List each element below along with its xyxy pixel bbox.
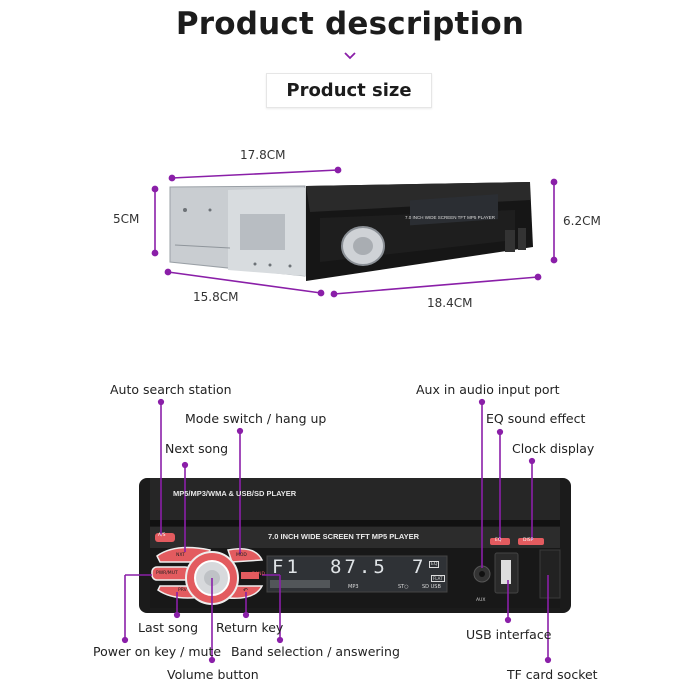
tf-card-slot bbox=[539, 549, 561, 599]
nxt-button-label: NXT bbox=[176, 553, 186, 558]
callout-mode-switch: Mode switch / hang up bbox=[185, 411, 327, 426]
callout-usb-interface: USB interface bbox=[466, 627, 552, 642]
callout-aux-port: Aux in audio input port bbox=[416, 382, 560, 397]
panel-text: 7.0 INCH WIDE SCREEN TFT MP5 PLAYER bbox=[268, 532, 419, 541]
lcd-frequency: 87.5 bbox=[330, 556, 388, 578]
disp-button[interactable] bbox=[518, 538, 544, 545]
flap-text: MP5/MP3/WMA & USB/SD PLAYER bbox=[173, 489, 297, 498]
eq-button[interactable] bbox=[490, 538, 510, 545]
lcd-stereo-indicator: ST○ bbox=[398, 584, 409, 590]
callout-auto-search-station: Auto search station bbox=[110, 382, 232, 397]
aux-port-label: AUX bbox=[476, 598, 486, 603]
callout-volume-button: Volume button bbox=[167, 667, 259, 682]
callout-clock-display: Clock display bbox=[512, 441, 595, 456]
usb-port bbox=[501, 560, 511, 584]
lcd-eq-indicator: EQ bbox=[429, 561, 440, 568]
prv-button-label: PRV bbox=[178, 588, 187, 593]
lcd-mp3-indicator: MP3 bbox=[348, 584, 359, 590]
as-button[interactable] bbox=[155, 533, 175, 542]
callout-tf-card-socket: TF card socket bbox=[507, 667, 598, 682]
dimension-bottom-width: 18.4CM bbox=[427, 296, 473, 310]
mod-button-label: MOD bbox=[236, 553, 247, 558]
dimension-lines bbox=[151, 166, 558, 298]
callout-next-song: Next song bbox=[165, 441, 229, 456]
as-button-label: A/S bbox=[158, 533, 166, 538]
product-size-diagram: 7.0 INCH WIDE SCREEN TFT MP5 PLAYER bbox=[151, 166, 558, 298]
callout-last-song: Last song bbox=[138, 620, 199, 635]
dimension-top-length: 17.8CM bbox=[240, 148, 286, 162]
callout-return-key: Return key bbox=[216, 620, 284, 635]
return-button-label: ↶ bbox=[243, 587, 249, 594]
page-title: Product description bbox=[175, 6, 525, 42]
lcd-preset: F1 bbox=[272, 556, 301, 578]
lcd-sd-usb-indicator: SD USB bbox=[422, 584, 441, 590]
dimension-right-height: 6.2CM bbox=[563, 214, 601, 228]
eq-button-label: EQ bbox=[495, 538, 502, 543]
metal-chassis bbox=[169, 185, 306, 277]
callout-power-mute: Power on key / mute bbox=[93, 644, 222, 659]
band-button-label: BAND bbox=[252, 572, 265, 577]
front-panel-body bbox=[139, 478, 571, 613]
callout-lines bbox=[121, 398, 552, 664]
section-heading-product-size: Product size bbox=[266, 73, 432, 108]
top-panel-text: 7.0 INCH WIDE SCREEN TFT MP5 PLAYER bbox=[405, 215, 496, 220]
lcd-channel: 7 bbox=[412, 556, 424, 578]
callout-eq-effect: EQ sound effect bbox=[486, 411, 586, 426]
pwr-button-label: PWR/MUT bbox=[156, 571, 178, 576]
disp-button-label: DISP bbox=[523, 538, 534, 543]
lcd-flat-indicator: FLAT bbox=[431, 575, 445, 582]
dimension-left-height: 5CM bbox=[113, 212, 140, 226]
band-button[interactable] bbox=[241, 572, 259, 579]
callout-band-selection: Band selection / answering bbox=[231, 644, 400, 659]
dimension-bottom-depth: 15.8CM bbox=[193, 290, 239, 304]
chevron-down-icon bbox=[344, 52, 356, 60]
mode-button[interactable] bbox=[227, 548, 264, 563]
head-unit-front bbox=[306, 182, 533, 281]
